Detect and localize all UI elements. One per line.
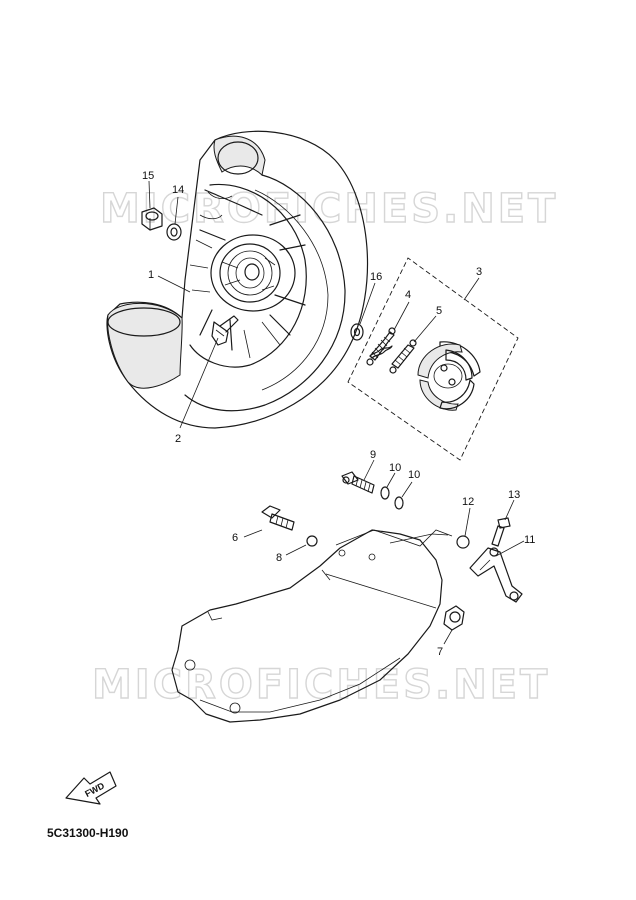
o-ring-10a bbox=[380, 486, 390, 500]
callout-3: 3 bbox=[476, 266, 482, 278]
valve-stem bbox=[211, 315, 239, 346]
callout-5: 5 bbox=[436, 305, 442, 317]
callout-10b: 10 bbox=[408, 469, 420, 481]
callout-13: 13 bbox=[508, 489, 520, 501]
callout-1: 1 bbox=[148, 269, 154, 281]
callout-14: 14 bbox=[172, 184, 184, 196]
callout-10a: 10 bbox=[389, 462, 401, 474]
washer-12 bbox=[456, 535, 470, 549]
callout-11: 11 bbox=[524, 534, 535, 546]
callout-2: 2 bbox=[175, 433, 181, 445]
callout-8: 8 bbox=[276, 552, 282, 564]
diagram-code: 5C31300-H190 bbox=[47, 826, 129, 840]
rear-wheel bbox=[106, 130, 369, 429]
callout-15: 15 bbox=[142, 170, 154, 182]
callout-7: 7 bbox=[437, 646, 443, 658]
fwd-arrow-icon: FWD bbox=[65, 771, 117, 805]
o-ring-8 bbox=[306, 535, 318, 547]
brake-shoe-kit bbox=[347, 257, 519, 461]
callout-4: 4 bbox=[405, 289, 411, 301]
watermark-bottom: MICROFICHES.NET bbox=[92, 662, 550, 708]
callouts: 1 2 3 4 5 6 7 8 9 10 10 11 12 bbox=[142, 170, 535, 658]
callout-12: 12 bbox=[462, 496, 474, 508]
o-ring-10b bbox=[394, 496, 404, 510]
bracket-11 bbox=[469, 547, 523, 603]
nut-15 bbox=[141, 207, 163, 231]
crankcase-cover bbox=[171, 529, 453, 723]
callout-9: 9 bbox=[370, 449, 376, 461]
fwd-label: FWD bbox=[83, 780, 106, 799]
callout-16: 16 bbox=[370, 271, 382, 283]
bolt-13 bbox=[491, 517, 511, 547]
nut-7 bbox=[443, 605, 465, 631]
washer-14 bbox=[166, 223, 182, 241]
bolt-9 bbox=[341, 471, 375, 494]
bolt-6 bbox=[261, 505, 295, 531]
callout-6: 6 bbox=[232, 532, 238, 544]
watermark-top: MICROFICHES.NET bbox=[100, 186, 558, 232]
